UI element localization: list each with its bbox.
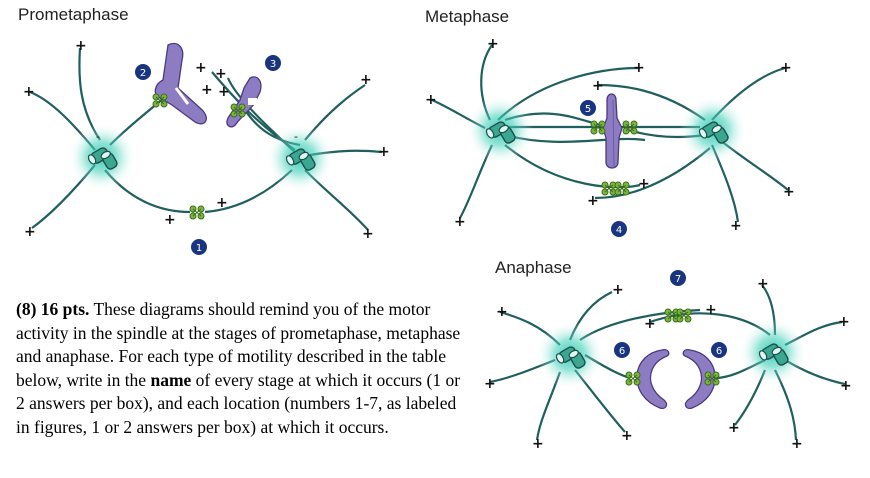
- svg-text:+: +: [638, 176, 650, 192]
- svg-text:3: 3: [270, 59, 276, 70]
- prometaphase-title: Prometaphase: [18, 5, 129, 24]
- marker-4: 4: [611, 221, 627, 237]
- svg-text:+: +: [378, 144, 390, 160]
- svg-text:+: +: [780, 60, 792, 76]
- svg-text:+: +: [728, 420, 740, 436]
- question-bold-word: name: [150, 369, 192, 390]
- marker-6-left: 6: [614, 342, 630, 358]
- svg-text:-: -: [96, 130, 100, 143]
- svg-text:+: +: [838, 314, 850, 330]
- svg-text:+: +: [425, 92, 437, 108]
- svg-text:+: +: [783, 184, 795, 200]
- chromosome-2: [154, 42, 207, 125]
- overlap-motor-4a: [601, 181, 617, 196]
- svg-text:+: +: [164, 212, 176, 228]
- svg-text:+: +: [705, 302, 717, 318]
- marker-7: 7: [670, 270, 686, 286]
- svg-text:6: 6: [716, 346, 722, 357]
- svg-text:5: 5: [585, 104, 591, 115]
- svg-text:+: +: [201, 82, 213, 98]
- svg-text:6: 6: [619, 346, 625, 357]
- ana-plus-end-labels: + + + + + + + + + + + +: [484, 276, 852, 452]
- svg-text:+: +: [621, 428, 633, 444]
- svg-text:+: +: [362, 226, 374, 242]
- chromosome-5: [602, 93, 623, 169]
- question-lead: (8) 16 pts.: [16, 299, 90, 319]
- svg-text:7: 7: [675, 274, 681, 285]
- svg-text:+: +: [484, 376, 496, 392]
- svg-text:+: +: [218, 84, 230, 100]
- svg-text:+: +: [496, 304, 508, 320]
- svg-text:+: +: [360, 72, 372, 88]
- prometaphase-panel: + + + + + + + + + + + + - - 1 2 3: [23, 38, 390, 255]
- anaphase-title: Anaphase: [495, 258, 572, 277]
- svg-text:+: +: [633, 60, 645, 76]
- svg-text:+: +: [75, 38, 87, 54]
- marker-5: 5: [580, 100, 596, 116]
- svg-text:+: +: [587, 193, 599, 209]
- question-part1: These diagrams should remind you of the …: [16, 299, 461, 390]
- svg-text:+: +: [215, 66, 227, 82]
- svg-text:4: 4: [616, 225, 622, 236]
- marker-3: 3: [265, 55, 281, 71]
- svg-text:+: +: [592, 78, 604, 94]
- overlap-motor-4b: [614, 181, 630, 196]
- chromatid-right: [682, 348, 716, 410]
- svg-text:+: +: [644, 316, 656, 332]
- svg-text:+: +: [612, 282, 624, 298]
- chromatid-left: [636, 348, 670, 410]
- plus-end-labels: + + + + + + + + + + + +: [23, 38, 390, 242]
- meta-plus-end-labels: + + + + + + + + + +: [425, 36, 795, 234]
- svg-text:+: +: [454, 214, 466, 230]
- metaphase-panel: + + + + + + + + + + 5 4: [425, 36, 795, 237]
- svg-text:+: +: [23, 84, 35, 100]
- svg-text:+: +: [24, 224, 36, 240]
- anaphase-panel: + + + + + + + + + + + + 7 6 6: [484, 270, 852, 452]
- marker-2: 2: [135, 64, 151, 80]
- question-part2: of every stage at which it occurs (1 or …: [16, 369, 461, 437]
- svg-text:1: 1: [196, 243, 202, 254]
- metaphase-title: Metaphase: [425, 7, 510, 26]
- marker-1: 1: [191, 239, 207, 255]
- overlap-motor-1: [189, 205, 205, 220]
- svg-text:2: 2: [140, 68, 146, 79]
- marker-6-right: 6: [711, 342, 727, 358]
- svg-text:+: +: [532, 436, 544, 452]
- svg-text:-: -: [294, 130, 298, 143]
- svg-text:+: +: [195, 60, 207, 76]
- minus-end-labels: - -: [96, 130, 298, 143]
- svg-text:+: +: [487, 36, 499, 52]
- svg-text:+: +: [791, 436, 803, 452]
- svg-text:+: +: [730, 218, 742, 234]
- question-text: (8) 16 pts. These diagrams should remind…: [16, 298, 466, 439]
- svg-text:+: +: [757, 276, 769, 292]
- svg-text:+: +: [216, 195, 228, 211]
- svg-text:+: +: [840, 378, 852, 394]
